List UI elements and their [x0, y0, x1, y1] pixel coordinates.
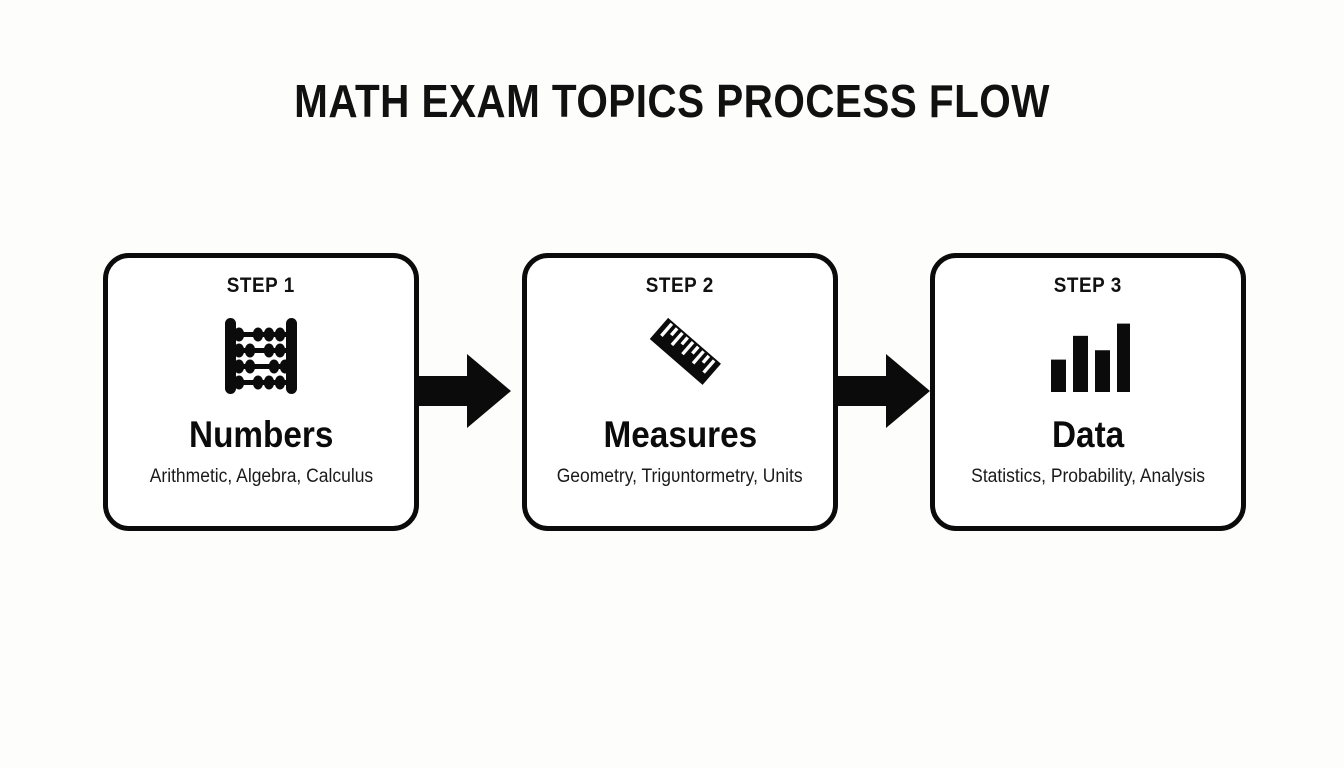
arrow-right-icon — [415, 354, 511, 428]
step-label-2: STEP 2 — [645, 274, 715, 297]
step-heading-2: Measures — [603, 414, 757, 455]
step-subtitle-1: Arithmetic, Algebra, Calculus — [149, 466, 373, 487]
step-label-3: STEP 3 — [1053, 274, 1123, 297]
abacus-icon — [217, 310, 305, 402]
ruler-icon — [631, 310, 729, 402]
step-heading-1: Numbers — [188, 414, 334, 455]
step-subtitle-3: Statistics, Probability, Analysis — [971, 466, 1205, 487]
bar-chart-icon — [1045, 310, 1131, 402]
step-heading-3: Data — [1051, 414, 1125, 455]
step-card-2[interactable]: STEP 2 — [522, 253, 838, 531]
step-card-1[interactable]: STEP 1 — [103, 253, 419, 531]
step-card-3[interactable]: STEP 3 Data Statistics, Probability, Ana… — [930, 253, 1246, 531]
arrow-right-icon — [834, 354, 930, 428]
page-title: MATH EXAM TOPICS PROCESS FLOW — [294, 75, 1050, 127]
process-flow: STEP 1 — [0, 253, 1344, 533]
step-subtitle-2: Geometry, Trigʋntormetry, Units — [557, 466, 803, 487]
step-label-1: STEP 1 — [226, 274, 296, 297]
